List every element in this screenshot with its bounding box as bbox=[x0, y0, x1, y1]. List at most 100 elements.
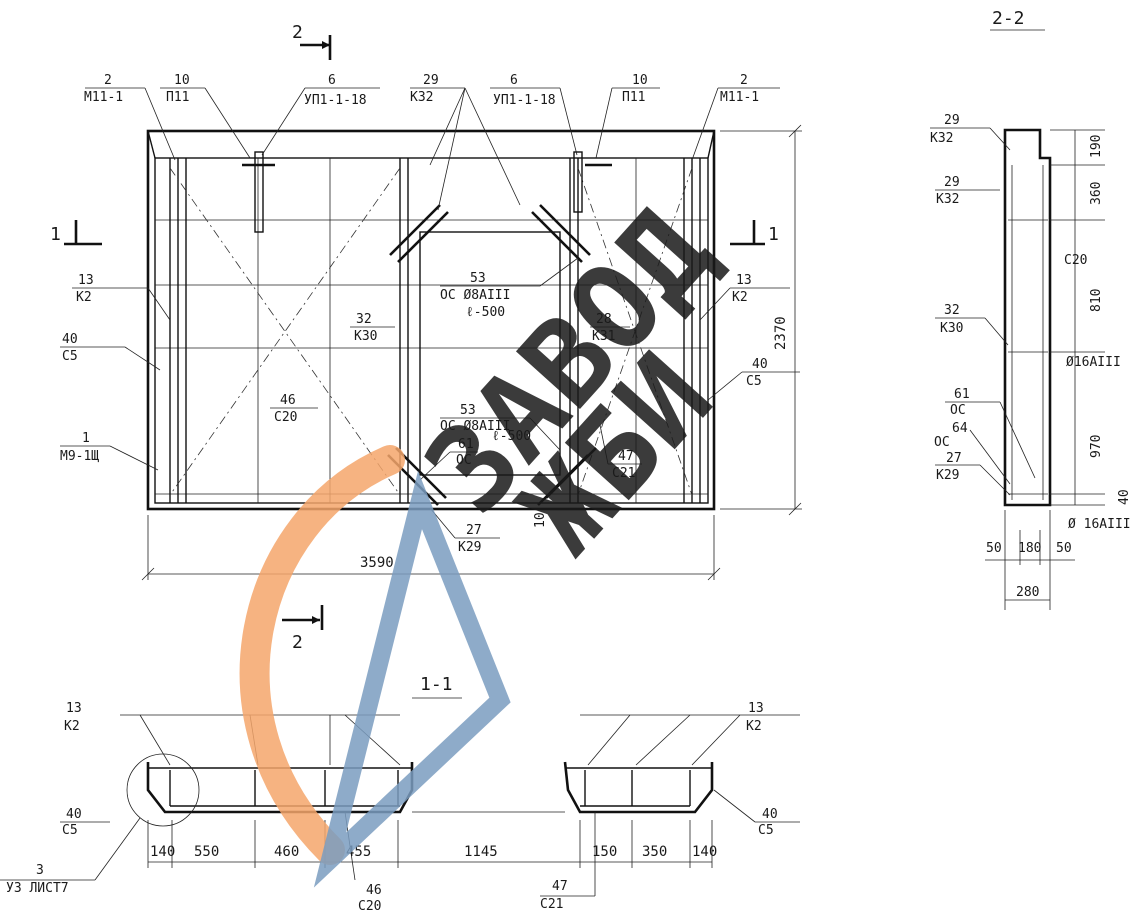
sec2-phi16-mid: Ø16АIII bbox=[1066, 355, 1121, 370]
dim-small-label: 10 bbox=[533, 512, 548, 528]
front-elevation bbox=[146, 129, 716, 511]
sec2-dim-40: 40 bbox=[1117, 489, 1132, 505]
section-cut-marks: 2 2 1 1 bbox=[50, 22, 779, 653]
sec2-k32b-num: 29 bbox=[944, 175, 960, 190]
cut-2-top-label: 2 bbox=[292, 22, 303, 43]
callout-c5-right-num: 40 bbox=[752, 357, 768, 372]
panel-inner-outline bbox=[154, 157, 709, 504]
sec2-dim-810: 810 bbox=[1089, 289, 1104, 312]
callout-os-bot-code: ОС Ø8АIII bbox=[440, 419, 510, 434]
section-2-2: 2-2 190 360 С20 810 Ø16АIII 970 40 Ø 16А… bbox=[930, 8, 1132, 610]
section-2-2-title: 2-2 bbox=[992, 8, 1025, 29]
front-callouts: 2 М11-1 10 П11 6 УП1-1-18 29 К32 6 УП1-1… bbox=[60, 73, 800, 555]
callout-up1-left-code: УП1-1-18 bbox=[304, 93, 367, 108]
callout-m9-num: 1 bbox=[82, 431, 90, 446]
sec2-w280: 280 bbox=[1016, 585, 1039, 600]
sec2-k32a-num: 29 bbox=[944, 113, 960, 128]
callout-c20-code: С20 bbox=[274, 410, 297, 425]
callout-up1-left-num: 6 bbox=[328, 73, 336, 88]
callout-c20-num: 46 bbox=[280, 393, 296, 408]
callout-os-top-num: 53 bbox=[470, 271, 486, 286]
section-1-1-title: 1-1 bbox=[420, 674, 453, 695]
sec2-os64-num: 64 bbox=[952, 421, 968, 436]
callout-c21-num: 47 bbox=[618, 449, 634, 464]
sec1-k2-right-num: 13 bbox=[748, 701, 764, 716]
cut-1-right-label: 1 bbox=[768, 224, 779, 245]
sec1-dim-140-right: 140 bbox=[692, 844, 717, 860]
callout-k32-num: 29 bbox=[423, 73, 439, 88]
sec1-dim-1145: 1145 bbox=[464, 844, 498, 860]
sec1-c5-right-num: 40 bbox=[762, 807, 778, 822]
callout-m11-left-num: 2 bbox=[104, 73, 112, 88]
detail-circle bbox=[126, 753, 200, 827]
sec2-phi16-bot: Ø 16АIII bbox=[1068, 517, 1131, 532]
front-dimensions: 3590 2370 10 bbox=[141, 124, 802, 581]
sec2-dim-190: 190 bbox=[1089, 135, 1104, 158]
callout-p11-left-num: 10 bbox=[174, 73, 190, 88]
callout-k2-left-code: К2 bbox=[76, 290, 92, 305]
sec2-k30-code: К30 bbox=[940, 321, 963, 336]
section-2-2-profile bbox=[1003, 128, 1052, 507]
callout-os-top-len: ℓ-500 bbox=[466, 305, 505, 320]
sec1-c20-code: С20 bbox=[358, 899, 381, 914]
sec2-dim-970: 970 bbox=[1089, 435, 1104, 458]
callout-m11-right-code: М11-1 bbox=[720, 90, 759, 105]
sec1-dim-150: 150 bbox=[592, 844, 617, 860]
sec2-k30-num: 32 bbox=[944, 303, 960, 318]
sec2-k32a-code: К32 bbox=[930, 131, 953, 146]
sec1-plate-code: УЗ ЛИСТ7 bbox=[6, 881, 69, 896]
sec1-c5-left-num: 40 bbox=[66, 807, 82, 822]
callout-os61-num: 61 bbox=[458, 437, 474, 452]
callout-k31-num: 28 bbox=[596, 312, 612, 327]
watermark-orange-arc bbox=[239, 445, 405, 865]
callout-k2-right-num: 13 bbox=[736, 273, 752, 288]
sec2-k32b-code: К32 bbox=[936, 192, 959, 207]
sec2-k29-num: 27 bbox=[946, 451, 962, 466]
sec1-dim-550: 550 bbox=[194, 844, 219, 860]
sec1-k2-right-code: К2 bbox=[746, 719, 762, 734]
sec1-c21-code: С21 bbox=[540, 897, 563, 912]
sec1-dim-350: 350 bbox=[642, 844, 667, 860]
sec2-w50b: 50 bbox=[1056, 541, 1072, 556]
callout-c21-code: С21 bbox=[612, 466, 635, 481]
callout-k2-right-code: К2 bbox=[732, 290, 748, 305]
callout-c5-right-code: С5 bbox=[746, 374, 762, 389]
callout-p11-right-code: П11 bbox=[622, 90, 645, 105]
callout-os-top-code: ОС Ø8АIII bbox=[440, 288, 510, 303]
sec2-os61-num: 61 bbox=[954, 387, 970, 402]
cut-1-left-label: 1 bbox=[50, 224, 61, 245]
callout-p11-left-code: П11 bbox=[166, 90, 189, 105]
window-opening bbox=[419, 231, 561, 476]
sec2-w180: 180 bbox=[1018, 541, 1041, 556]
sec2-c20: С20 bbox=[1064, 253, 1087, 268]
callout-k30-code: К30 bbox=[354, 329, 377, 344]
sec2-os64-code: ОС bbox=[934, 435, 950, 450]
watermark-logo: ЗАВОД ЖБИ bbox=[239, 182, 738, 888]
callout-k2-left-num: 13 bbox=[78, 273, 94, 288]
sec1-dim-460: 460 bbox=[274, 844, 299, 860]
dim-width-label: 3590 bbox=[360, 555, 394, 571]
callout-os-bot-num: 53 bbox=[460, 403, 476, 418]
sec1-plate-num: 3 bbox=[36, 863, 44, 878]
sec1-c20-num: 46 bbox=[366, 883, 382, 898]
callout-k30-num: 32 bbox=[356, 312, 372, 327]
callout-k29-num: 27 bbox=[466, 523, 482, 538]
callout-p11-right-num: 10 bbox=[632, 73, 648, 88]
callout-c5-left-num: 40 bbox=[62, 332, 78, 347]
sec2-os61-code: ОС bbox=[950, 403, 966, 418]
sec1-c5-left-code: С5 bbox=[62, 823, 78, 838]
sec1-c5-right-code: С5 bbox=[758, 823, 774, 838]
sec1-k2-left-code: К2 bbox=[64, 719, 80, 734]
callout-k29-code: К29 bbox=[458, 540, 481, 555]
callout-m11-left-code: М11-1 bbox=[84, 90, 123, 105]
callout-up1-right-code: УП1-1-18 bbox=[493, 93, 556, 108]
dim-height-label: 2370 bbox=[773, 316, 789, 350]
sec2-w50a: 50 bbox=[986, 541, 1002, 556]
callout-m9-code: М9-1Щ bbox=[60, 449, 99, 464]
sec2-dim-360: 360 bbox=[1089, 182, 1104, 205]
callout-m11-right-num: 2 bbox=[740, 73, 748, 88]
watermark-blue-triangle bbox=[313, 470, 511, 888]
cut-2-bottom-label: 2 bbox=[292, 632, 303, 653]
section-1-1-right-profile bbox=[563, 761, 714, 814]
